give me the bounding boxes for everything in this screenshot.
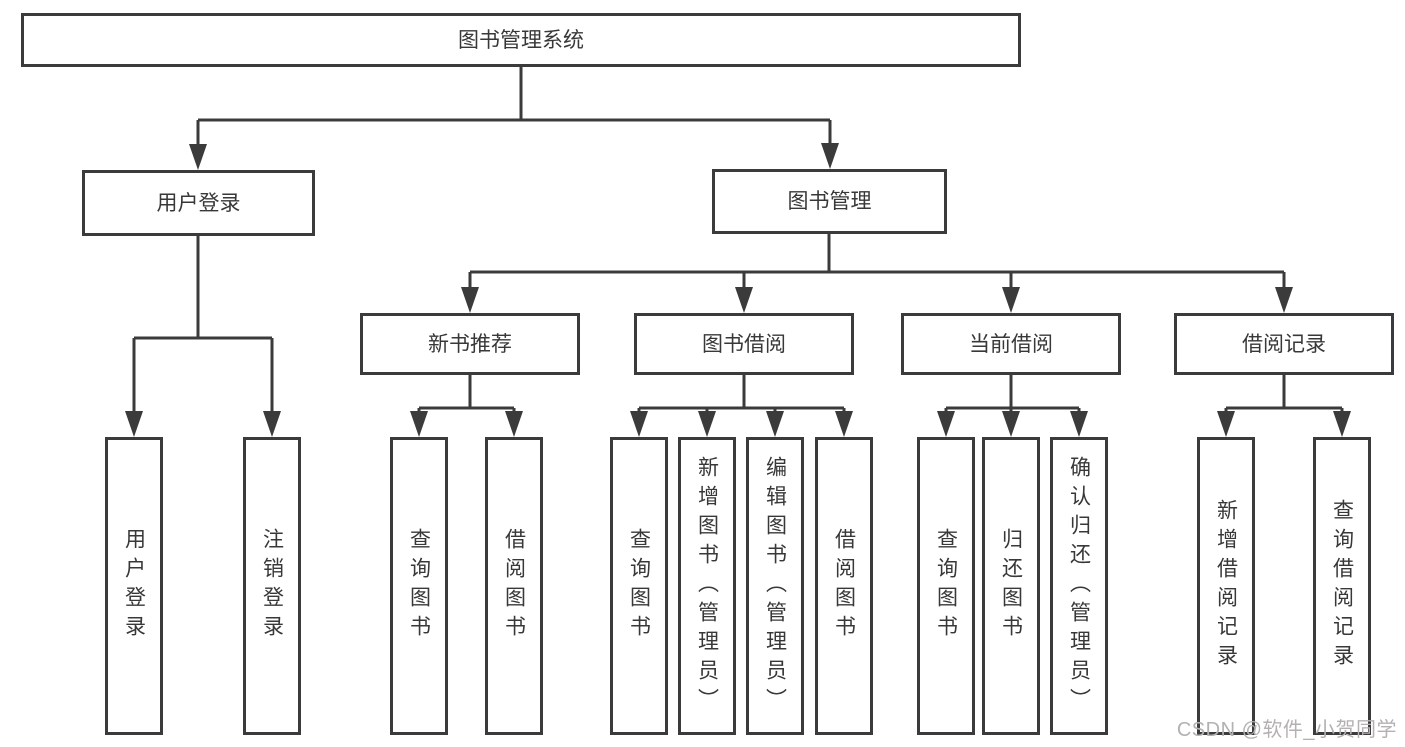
leaf-label: 查询图书	[934, 528, 958, 644]
node-user-login: 用户登录	[82, 170, 315, 236]
node-label: 借阅记录	[1242, 332, 1326, 356]
leaf-label: 查询图书	[407, 528, 431, 644]
watermark: CSDN @软件_小贺同学	[1176, 719, 1397, 741]
node-book-management: 图书管理	[712, 169, 947, 234]
leaf-label: 借阅图书	[832, 528, 856, 644]
leaf-label: 编辑图书（管理员）	[763, 455, 787, 717]
node-label: 图书管理	[787, 190, 872, 213]
leaf-label: 新增借阅记录	[1214, 499, 1238, 673]
leaf-label: 注销登录	[260, 528, 284, 644]
leaf-confirm-return-admin: 确认归还（管理员）	[1050, 437, 1108, 735]
node-library-management-system: 图书管理系统	[21, 13, 1021, 67]
leaf-add-books-admin: 新增图书（管理员）	[678, 437, 736, 735]
node-label: 新书推荐	[428, 332, 512, 356]
node-label: 图书管理系统	[458, 28, 584, 52]
node-label: 用户登录	[156, 191, 241, 215]
leaf-user-login: 用户登录	[105, 437, 163, 735]
leaf-label: 新增图书（管理员）	[695, 455, 719, 717]
node-label: 图书借阅	[702, 332, 786, 356]
leaf-label: 查询借阅记录	[1330, 499, 1354, 673]
leaf-borrow-books-2: 借阅图书	[815, 437, 873, 735]
leaf-query-books-2: 查询图书	[610, 437, 668, 735]
leaf-edit-books-admin: 编辑图书（管理员）	[746, 437, 804, 735]
node-book-borrowing: 图书借阅	[634, 313, 854, 375]
leaf-label: 借阅图书	[502, 528, 526, 644]
node-label: 当前借阅	[969, 332, 1053, 356]
leaf-return-books: 归还图书	[982, 437, 1040, 735]
leaf-borrow-books-1: 借阅图书	[485, 437, 543, 735]
leaf-label: 确认归还（管理员）	[1067, 455, 1091, 717]
leaf-query-books-3: 查询图书	[917, 437, 975, 735]
node-borrowing-records: 借阅记录	[1174, 313, 1394, 375]
node-new-book-recommend: 新书推荐	[360, 313, 580, 375]
leaf-query-borrow-record: 查询借阅记录	[1313, 437, 1371, 735]
leaf-add-borrow-record: 新增借阅记录	[1197, 437, 1255, 735]
leaf-logout: 注销登录	[243, 437, 301, 735]
leaf-query-books-1: 查询图书	[390, 437, 448, 735]
leaf-label: 查询图书	[627, 528, 651, 644]
leaf-label: 用户登录	[122, 528, 146, 644]
node-current-borrowing: 当前借阅	[901, 313, 1121, 375]
leaf-label: 归还图书	[999, 528, 1023, 644]
